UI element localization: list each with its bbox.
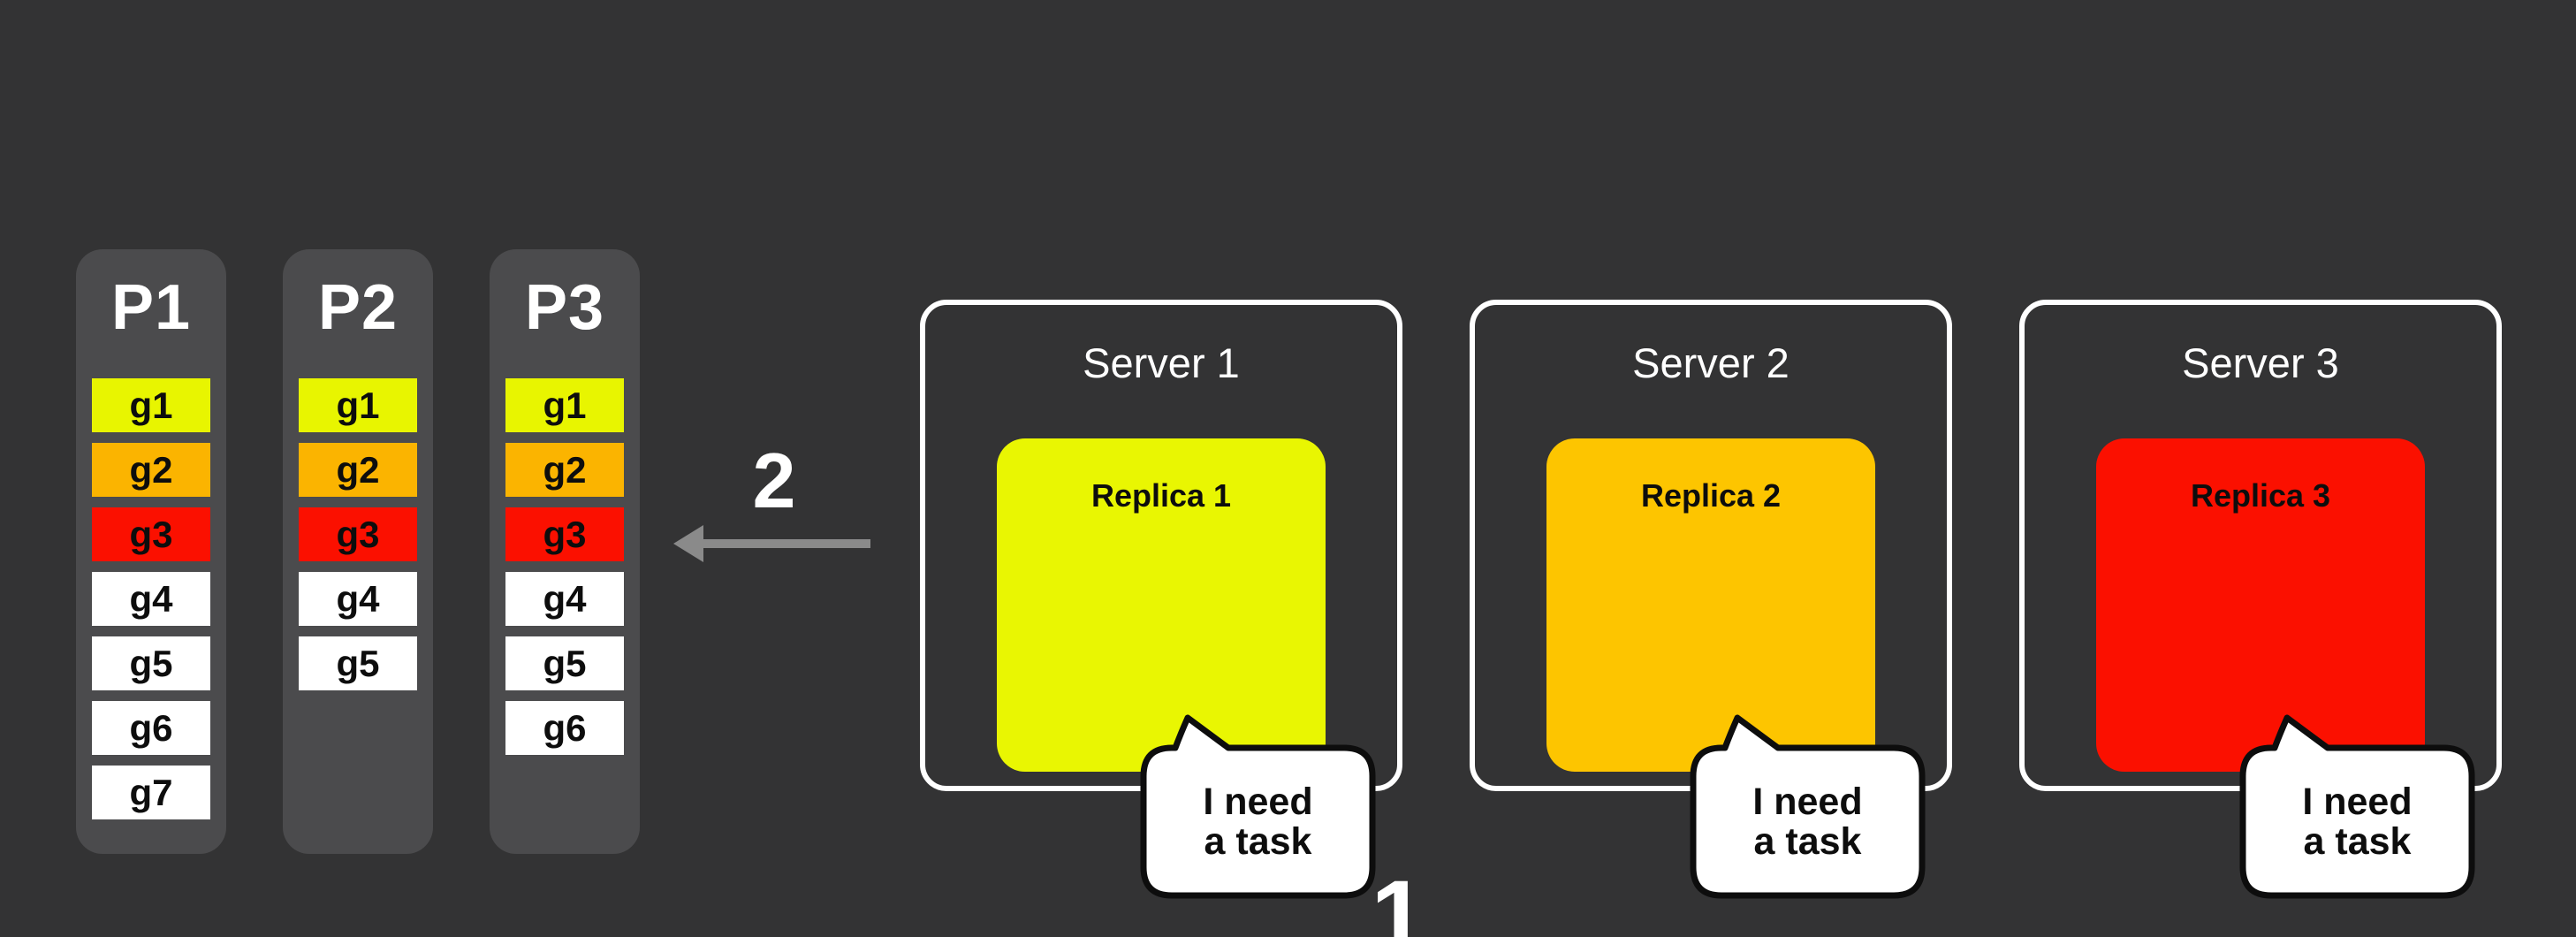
speech-bubble-shape [1140,714,1376,899]
partition-title: P1 [110,272,192,343]
task-cell: g7 [92,766,210,819]
task-cell: g3 [299,507,417,561]
task-cell: g1 [505,378,624,432]
task-cell: g4 [299,572,417,626]
task-cell: g3 [92,507,210,561]
server-title: Server 2 [1632,339,1790,386]
speech-bubble-2 [1690,714,1926,899]
arrow-head [673,525,703,562]
task-cell: g6 [505,701,624,755]
server-box-1: Server 1 Replica 1 [920,300,1402,791]
task-cell: g1 [92,378,210,432]
speech-bubble-shape [2239,714,2475,899]
bubble-line-2: a task [1204,819,1312,863]
task-cell: g2 [92,443,210,497]
task-cell: g2 [299,443,417,497]
partition-column-p1: P1 g1 g2 g3 g4 g5 g6 g7 [76,249,226,854]
left-arrow-icon [673,525,870,562]
bubble-line-1: I need [1752,780,1863,823]
task-cell: g4 [505,572,624,626]
bubble-line-1: I need [1203,780,1313,823]
server-box-3: Server 3 Replica 3 [2019,300,2502,791]
bubble-line-1: I need [2302,780,2413,823]
server-title: Server 3 [2182,339,2339,386]
partition-column-p2: P2 g1 g2 g3 g4 g5 [283,249,433,854]
task-cell: g2 [505,443,624,497]
partition-column-p3: P3 g1 g2 g3 g4 g5 g6 [490,249,640,854]
partition-title: P2 [317,272,399,343]
task-cell: g5 [299,636,417,690]
speech-bubble-text-2: I need a task [1693,748,1922,895]
speech-bubble-text-3: I need a task [2243,748,2472,895]
replica-box-1: Replica 1 [997,438,1326,772]
replica-box-2: Replica 2 [1546,438,1875,772]
task-cell: g4 [92,572,210,626]
partition-title: P3 [524,272,605,343]
server-title: Server 1 [1083,339,1240,386]
arrow-line [702,539,870,548]
task-cell: g1 [299,378,417,432]
replica-box-3: Replica 3 [2096,438,2425,772]
speech-bubble-shape [1690,714,1926,899]
task-cell: g3 [505,507,624,561]
bubble-line-2: a task [1753,819,1862,863]
step-2-label: 2 [752,437,796,524]
task-cell: g5 [92,636,210,690]
speech-bubble-1 [1140,714,1376,899]
task-cell: g5 [505,636,624,690]
task-cell: g6 [92,701,210,755]
replica-label: Replica 3 [2190,477,2331,514]
replica-label: Replica 2 [1640,477,1782,514]
speech-bubble-3 [2239,714,2475,899]
step-1-label: 1 [1371,860,1426,937]
bubble-line-2: a task [2303,819,2412,863]
replica-label: Replica 1 [1090,477,1232,514]
speech-bubble-text-1: I need a task [1144,748,1372,895]
